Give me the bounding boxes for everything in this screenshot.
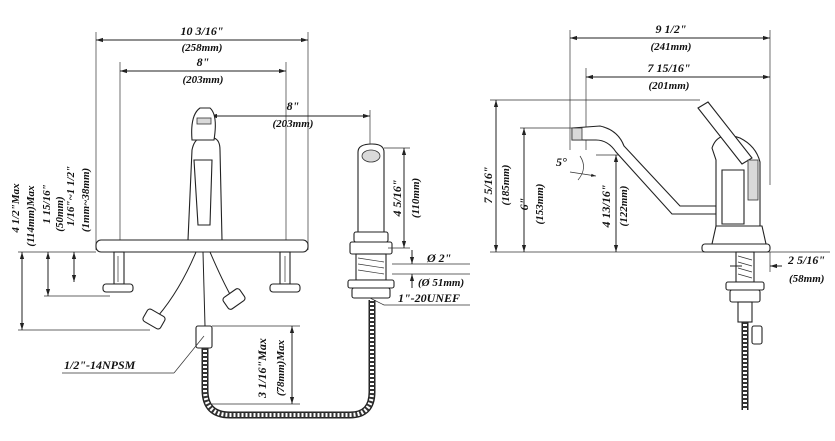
spray-hole-diameter-in: Ø 2"	[426, 251, 451, 265]
aerator-height-in: 4 13/16"	[599, 185, 613, 229]
supply-tubes	[142, 251, 246, 349]
shank-length-mm: (50mm)	[54, 196, 66, 231]
side-view: 9 1/2" (241mm) 7 15/16" (201mm)	[481, 22, 830, 410]
front-view: 10 3/16" (258mm) 8" (203mm) 8" (203mm)	[10, 24, 470, 419]
faucet-body-side	[571, 101, 771, 253]
spout-height-mm: (153mm)	[534, 184, 546, 225]
spray-thread-label: 1"-20UNEF	[398, 291, 460, 305]
spout-height-in: 6"	[517, 198, 531, 211]
shank-max-in: 4 1/2"Max	[10, 183, 22, 234]
angle-label: 5°	[556, 155, 567, 169]
center-width-mm: (203mm)	[183, 74, 224, 86]
spray-offset-in: 2 5/16"	[787, 253, 825, 267]
spray-distance-mm: (203mm)	[273, 118, 314, 130]
side-shank-hose	[725, 251, 765, 410]
side-spray-front	[347, 143, 395, 299]
reach-in: 7 15/16"	[648, 61, 691, 75]
deck-range-in: 1/16"~1 1/2"	[65, 166, 77, 226]
faucet-body-front	[95, 107, 309, 253]
spray-hole-diameter-mm: (Ø 51mm)	[418, 277, 464, 289]
total-height-in: 7 5/16"	[481, 167, 495, 204]
spray-hose	[201, 300, 376, 419]
side-width-in: 9 1/2"	[656, 22, 687, 36]
aerator-height-mm: (122mm)	[618, 186, 630, 227]
total-height-mm: (185mm)	[500, 165, 512, 206]
hose-max-mm: (78mm)Max	[275, 339, 287, 396]
spray-height-in: 4 5/16"	[390, 180, 404, 218]
overall-width-mm: (258mm)	[182, 42, 223, 54]
spray-offset-mm: (58mm)	[789, 273, 824, 285]
reach-mm: (201mm)	[649, 80, 690, 92]
shank-length-in: 1 15/16"	[41, 184, 53, 223]
side-width-mm: (241mm)	[651, 41, 692, 53]
shank-max-mm: (114mm)Max	[25, 185, 37, 247]
center-width-in: 8"	[197, 55, 210, 69]
supply-thread-label: 1/2"-14NPSM	[64, 358, 136, 372]
spray-distance-in: 8"	[287, 99, 300, 113]
spray-height-mm: (110mm)	[410, 178, 422, 218]
hose-max-in: 3 1/16"Max	[255, 338, 269, 399]
overall-width-in: 10 3/16"	[181, 24, 224, 38]
deck-range-mm: (1mm~38mm)	[80, 168, 92, 232]
faucet-shanks	[102, 251, 301, 293]
